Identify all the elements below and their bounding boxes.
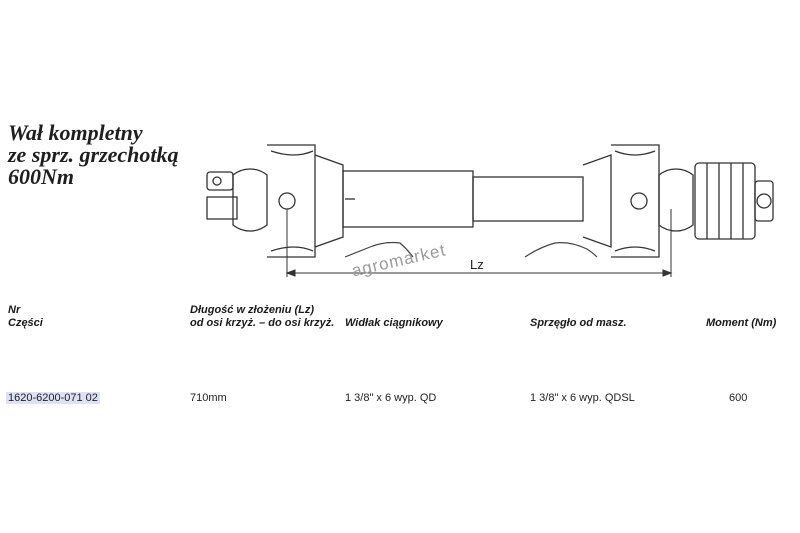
left-cross-bearing xyxy=(278,192,296,210)
header-length-line1: Długość w złożeniu (Lz) xyxy=(190,304,315,316)
left-yoke-base xyxy=(206,196,238,220)
right-yoke xyxy=(658,168,694,232)
shaft-drawing: Lz xyxy=(206,144,774,277)
left-guard-ribs xyxy=(270,150,314,252)
header-length: Długość w złożeniu (Lz) od osi krzyż. – … xyxy=(190,304,334,330)
left-lug xyxy=(206,171,234,191)
header-length-line2: od osi krzyż. – do osi krzyż. xyxy=(190,317,335,329)
product-title: Wał kompletny ze sprz. grzechotką 600Nm xyxy=(8,122,268,188)
right-guard-ribs xyxy=(614,150,656,252)
dim-arrow-right xyxy=(662,269,673,277)
left-guard-outer xyxy=(267,144,316,258)
clutch-bore xyxy=(756,193,772,209)
header-machine-clutch: Sprzęgło od masz. xyxy=(530,317,627,329)
right-chain xyxy=(524,242,598,258)
cell-tractor-yoke: 1 3/8" x 6 wyp. QD xyxy=(345,392,437,404)
header-part-no-line2: Części xyxy=(8,317,43,329)
header-tractor-yoke: Widłak ciągnikowy xyxy=(345,317,443,329)
dim-arrow-left xyxy=(285,269,296,277)
header-part-no-line1: Nr xyxy=(8,304,21,316)
title-line-1: Wał kompletny xyxy=(8,120,143,145)
right-guard-cone xyxy=(582,154,612,248)
right-guard-outer xyxy=(611,144,660,258)
part-number-link[interactable]: 1620-6200-071 02 xyxy=(6,392,100,404)
dimension-label: Lz xyxy=(470,257,484,272)
left-guard-cone xyxy=(314,154,344,248)
header-torque: Moment (Nm) xyxy=(706,317,777,329)
table-row: 1620-6200-071 02 xyxy=(6,392,100,405)
left-chain-link-b xyxy=(369,241,414,258)
cell-length: 710mm xyxy=(190,392,227,404)
outer-tube xyxy=(342,170,474,228)
right-cross-bearing xyxy=(630,192,648,210)
title-line-2: ze sprz. grzechotką xyxy=(8,142,179,167)
left-lug-hole xyxy=(212,176,222,186)
cell-torque: 600 xyxy=(729,392,748,404)
header-part-no: Nr Części xyxy=(8,304,43,330)
left-yoke xyxy=(232,168,268,232)
title-line-3: 600Nm xyxy=(8,164,74,189)
clutch-hub xyxy=(754,180,774,222)
ratchet-clutch xyxy=(694,162,756,240)
left-chain-link-a xyxy=(344,246,371,258)
inner-tube xyxy=(472,176,584,222)
cell-machine-clutch: 1 3/8" x 6 wyp. QDSL xyxy=(530,392,635,404)
